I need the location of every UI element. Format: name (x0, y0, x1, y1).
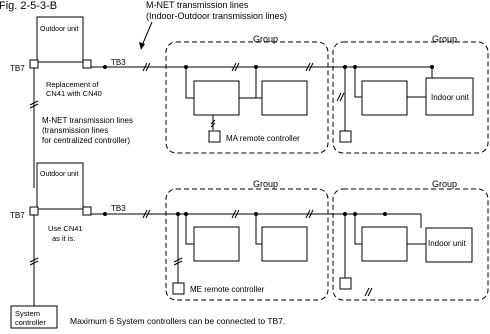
upper-group-2-label: Group (432, 34, 457, 44)
upper-break-mark-3 (305, 62, 314, 72)
outdoor-unit-1-tb7-terminal (29, 59, 39, 69)
outdoor-unit-1-tb3-terminal (82, 59, 92, 69)
lower-break-mark-3 (305, 209, 314, 219)
top-mnet-arrowhead (139, 42, 145, 50)
outdoor-unit-1-tb7-label: TB7 (10, 64, 25, 73)
central-break-mark-1 (29, 100, 39, 109)
use-cn41-note-line2: as it is. (52, 234, 75, 243)
lower-group-2-label: Group (432, 179, 457, 189)
upper-break-mark-1 (142, 62, 151, 72)
upper-break-mark-4 (336, 92, 345, 102)
lower-indoor-unit-2 (261, 226, 308, 262)
system-controller-label-line1: System (15, 309, 40, 318)
outdoor-unit-2-tb3-terminal (82, 206, 92, 216)
central-break-mark-2 (29, 257, 39, 266)
central-mnet-label-line1: M-NET transmission lines (42, 116, 133, 125)
upper-break-mark-2 (231, 62, 240, 72)
upper-indoor-unit-1 (193, 80, 240, 116)
lower-group2-remote (339, 277, 352, 290)
replacement-note-line2: CN41 with CN40 (46, 89, 102, 98)
outdoor-unit-1-tb3-label: TB3 (111, 58, 126, 67)
use-cn41-note-line1: Use CN41 (48, 224, 83, 233)
outdoor-unit-2-label: Outdoor unit (40, 171, 79, 178)
upper-indoor-unit-label: Indoor unit (431, 93, 470, 102)
lower-group-2 (332, 188, 489, 301)
system-controller (10, 305, 58, 329)
lower-group-1 (165, 188, 329, 301)
lower-break-mark-1 (142, 209, 151, 219)
ma-remote-controller (208, 130, 221, 143)
lower-break-mark-2 (231, 209, 240, 219)
outdoor-unit-2-tb3-label: TB3 (111, 204, 126, 213)
lower-group2-branch-2 (385, 213, 422, 228)
me-remote-label: ME remote controller (190, 285, 265, 294)
upper-group2-remote (339, 130, 352, 143)
upper-group-2 (332, 41, 489, 154)
upper-indoor-unit-4 (425, 77, 474, 116)
me-remote-controller (172, 282, 185, 295)
footnote: Maximum 6 System controllers can be conn… (70, 316, 285, 326)
outdoor-unit-1 (36, 16, 84, 63)
lower-indoor-unit-4 (425, 227, 473, 263)
upper-branch-1 (185, 67, 194, 99)
upper-group-1 (165, 41, 329, 154)
upper-ma-branch (210, 115, 216, 130)
upper-junction-1 (103, 65, 107, 69)
lower-indoor-unit-1 (193, 226, 240, 262)
outdoor-unit-2-tb7-terminal (29, 206, 39, 216)
central-mnet-label-line3: for centralized controller) (42, 136, 130, 145)
upper-indoor-unit-3 (361, 80, 408, 116)
outdoor-unit-2 (36, 162, 84, 210)
ma-remote-label: MA remote controller (226, 134, 300, 143)
lower-indoor-unit-3 (361, 226, 408, 262)
lower-group2-branch-1 (354, 214, 362, 245)
top-mnet-label-line1: M-NET transmission lines (146, 0, 249, 10)
lower-group-1-label: Group (253, 179, 278, 189)
top-mnet-label-line2: (Indoor-Outdoor transmission lines) (146, 11, 287, 21)
lower-indoor-unit-label: Indoor unit (428, 239, 467, 248)
replacement-note-line1: Replacement of (46, 80, 99, 89)
outdoor-unit-1-label: Outdoor unit (40, 26, 79, 33)
central-mnet-label-line2: (transmission lines (42, 126, 108, 135)
lower-branch-1 (185, 214, 194, 245)
lower-junction-1 (103, 212, 107, 216)
upper-branch-2 (255, 67, 262, 99)
system-controller-label-line2: controller (15, 318, 46, 327)
upper-group-1-label: Group (253, 34, 278, 44)
lower-me-break (173, 257, 183, 266)
outdoor-unit-2-tb7-label: TB7 (10, 211, 25, 220)
lower-break-mark-4 (364, 287, 373, 297)
figure-label: Fig. 2-5-3-B (0, 0, 57, 12)
lower-branch-2 (255, 214, 262, 245)
upper-indoor-unit-2 (261, 80, 308, 116)
upper-group2-branch-1 (354, 67, 362, 98)
